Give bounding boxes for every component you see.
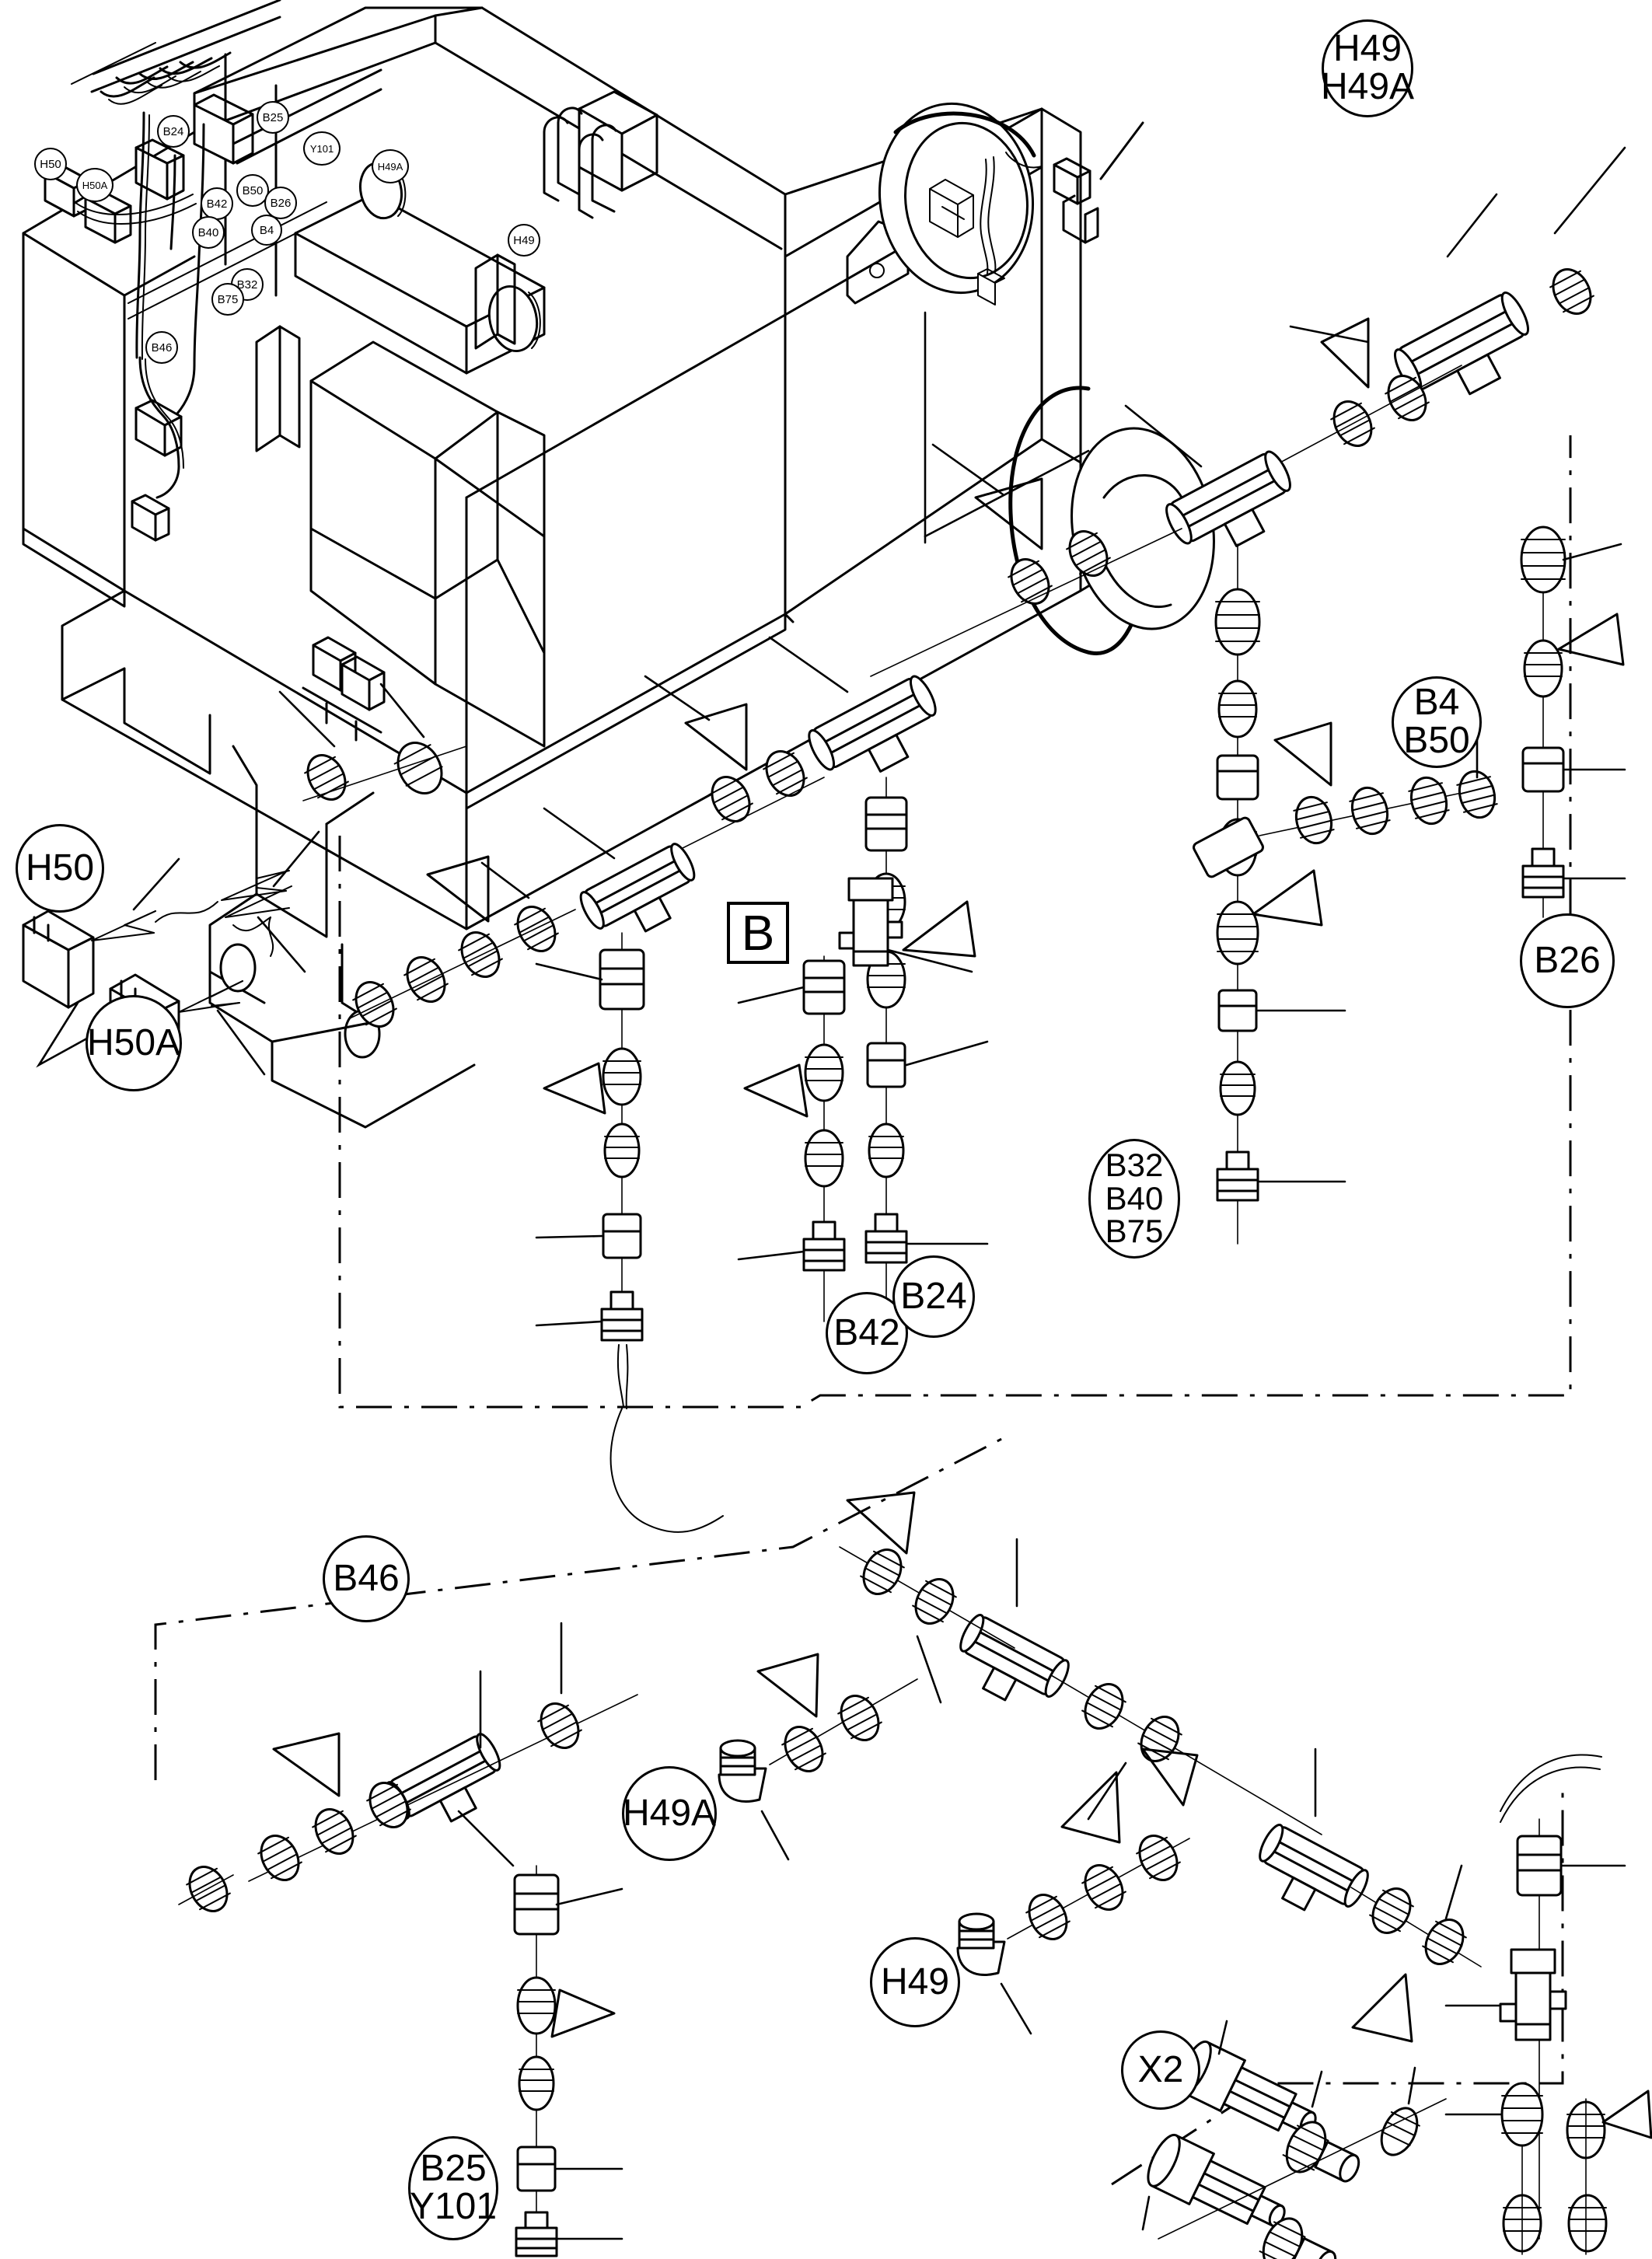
callout-text: B75 [1105, 1213, 1164, 1250]
iso-callout-b40: B40 [192, 216, 225, 249]
iso-callout-h49a: H49A [372, 149, 409, 183]
iso-callout-b50: B50 [236, 174, 269, 207]
callout-balloon-h50a: H50A [86, 995, 182, 1091]
iso-callout-b24: B24 [157, 115, 190, 148]
callout-text: H49A [622, 1792, 717, 1834]
callout-text: B32 [1105, 1146, 1164, 1183]
callout-text: B50 [1403, 720, 1470, 761]
callout-balloon-b26: B26 [1520, 913, 1615, 1008]
callout-text: B40 [1105, 1179, 1164, 1217]
callout-text: B46 [333, 1557, 400, 1599]
iso-callout-b25: B25 [257, 101, 289, 134]
iso-callout-b75: B75 [211, 283, 244, 316]
callout-balloon-h49-lower: H49 [870, 1937, 960, 2027]
iso-callout-b42: B42 [201, 187, 233, 220]
callout-balloon-h50: H50 [16, 824, 104, 913]
iso-callout-b26: B26 [264, 187, 297, 219]
callout-balloon-b46: B46 [323, 1535, 410, 1622]
callout-text: H49 [880, 1960, 950, 2002]
lower-harness-assembly [178, 1491, 1652, 2259]
upper-section-boundary [338, 435, 1572, 1409]
section-label-text: B [741, 905, 775, 961]
section-label-box: B [727, 902, 789, 964]
callout-balloon-x2: X2 [1121, 2030, 1200, 2110]
horn-assembly-detail [846, 102, 1215, 655]
callout-text: H50A [86, 1021, 181, 1063]
callout-text: Y101 [409, 2186, 498, 2227]
callout-text: B24 [900, 1275, 967, 1317]
callout-text: B42 [833, 1311, 900, 1353]
upper-harness-assembly [22, 146, 1626, 1533]
lower-section-boundary [154, 1433, 1564, 2186]
iso-callout-b46: B46 [145, 331, 178, 364]
iso-callout-b32: B32 [231, 268, 264, 301]
callout-text: H50 [25, 847, 95, 889]
iso-callout-y101: Y101 [303, 131, 341, 166]
callout-text: B4 [1413, 682, 1460, 724]
callout-balloon-b24: B24 [892, 1255, 975, 1338]
callout-text: H49 [1332, 28, 1402, 70]
iso-callout-h50: H50 [34, 148, 67, 180]
callout-balloon-h49a-lower: H49A [622, 1766, 717, 1861]
x2-plug-lower [1141, 2133, 1286, 2231]
iso-callout-h49: H49 [508, 224, 540, 257]
callout-text: H49A [1320, 66, 1415, 107]
callout-text: B26 [1534, 939, 1601, 981]
iso-callout-b4: B4 [251, 215, 282, 246]
iso-callout-h50a: H50A [76, 168, 114, 202]
callout-text: X2 [1137, 2048, 1184, 2090]
callout-text: B25 [420, 2148, 487, 2190]
h50-connector-detail [22, 830, 320, 1076]
